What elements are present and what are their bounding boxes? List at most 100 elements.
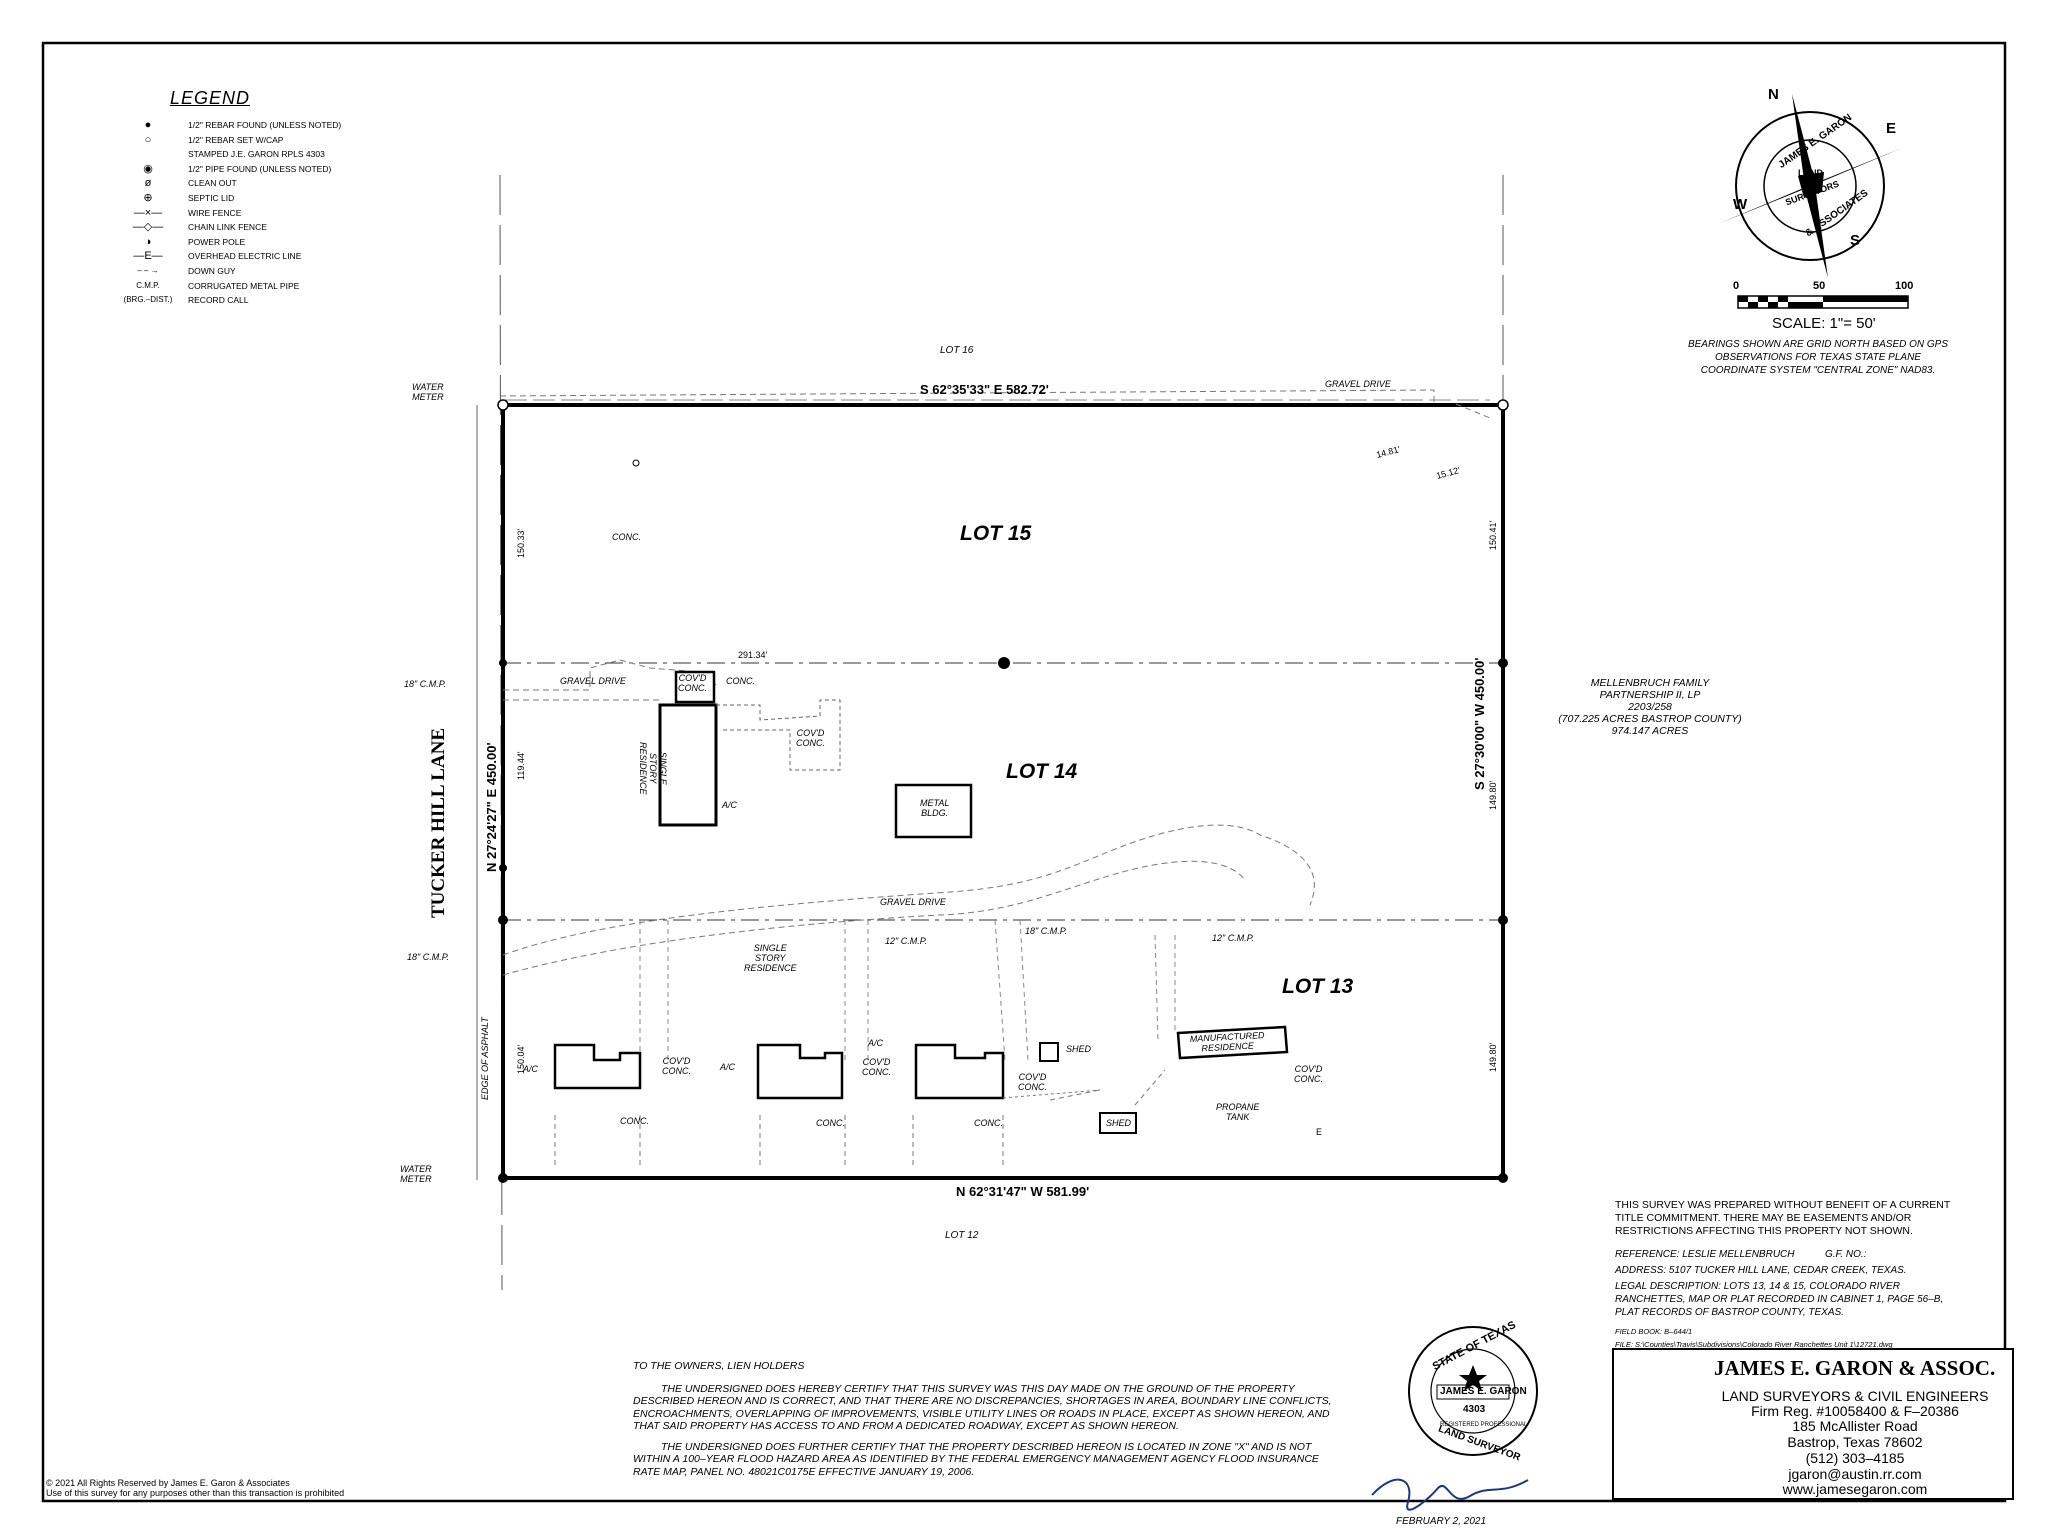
certification: TO THE OWNERS, LIEN HOLDERS THE UNDERSIG… (633, 1360, 1333, 1486)
gravel-drive-label-north: GRAVEL DRIVE (1325, 379, 1391, 389)
signature-date: FEBRUARY 2, 2021 (1396, 1516, 1487, 1527)
legend-label: 1/2" PIPE FOUND (UNLESS NOTED) (188, 163, 332, 174)
driveway-house-2 (844, 920, 869, 1060)
monument-nw (497, 399, 509, 411)
legend-label: CLEAN OUT (188, 178, 237, 189)
gravel-drive-label-lot13: GRAVEL DRIVE (880, 897, 946, 907)
single-story-res-lot13: SINGLE STORY RESIDENCE (744, 943, 797, 973)
firm-line-5: (512) 303–4185 (1805, 1450, 1905, 1466)
adjoiner-owner: MELLENBRUCH FAMILY PARTNERSHIP II, LP 22… (1558, 677, 1742, 737)
label-lot16: LOT 16 (940, 345, 974, 356)
legend-symbol: ⊕ (143, 192, 153, 204)
covd-conc-manuf: COV'D CONC. (1294, 1064, 1323, 1084)
legend-label: CHAIN LINK FENCE (188, 222, 267, 233)
dim-29134: 291.34' (738, 650, 768, 660)
call-north: S 62°35'33" E 582.72' (920, 382, 1049, 397)
building-single-story-lot14 (658, 703, 718, 827)
shed-2 (1099, 1112, 1137, 1134)
monument-sw (498, 1173, 508, 1183)
manufactured-residence (1176, 1025, 1289, 1060)
driveway-house-1 (639, 920, 669, 1060)
dim-15033: 150.33' (516, 528, 526, 558)
call-east: S 27°30'00" W 450.00' (1472, 657, 1487, 790)
single-story-res-lot14: SINGLE STORY RESIDENCE (638, 742, 668, 795)
call-west: N 27°24'27" E 450.00' (484, 742, 499, 872)
label-lot14: LOT 14 (1006, 760, 1078, 783)
house-3-lot13 (914, 1043, 1005, 1100)
legend-symbol (118, 147, 178, 161)
firm-line-3: 185 McAllister Road (1792, 1418, 1918, 1434)
covd-conc-lot14: COV'D CONC. (678, 673, 707, 693)
monument-lot14-13-w2 (498, 915, 508, 925)
seal-number: 4303 (1463, 1404, 1486, 1415)
legal-note: LEGAL DESCRIPTION: LOTS 13, 14 & 15, COL… (1615, 1281, 1944, 1318)
title-block: JAMES E. GARON & ASSOC. LAND SURVEYORS &… (1612, 1348, 2014, 1500)
legend-label: DOWN GUY (188, 266, 236, 276)
propane-tank-label: PROPANE TANK (1216, 1102, 1260, 1122)
covd-conc-house-1: COV'D CONC. (662, 1056, 691, 1076)
covd-conc-lot14-east: COV'D CONC. (796, 728, 825, 748)
house-2-lot13 (756, 1043, 844, 1100)
footer-use-line: Use of this survey for any purposes othe… (46, 1488, 345, 1498)
monument-se (1498, 1173, 1508, 1183)
legend-row: —E—OVERHEAD ELECTRIC LINE (118, 249, 378, 263)
firm-line-7: www.jamesegaron.com (1782, 1481, 1928, 1497)
legend-row: – – →DOWN GUY (118, 264, 378, 278)
footer-copyright-line: © 2021 All Rights Reserved by James E. G… (46, 1478, 290, 1488)
label-lot12: LOT 12 (945, 1230, 979, 1241)
legend-row: ⊕SEPTIC LID (118, 191, 378, 205)
legend-label: POWER POLE (188, 236, 246, 247)
building-covd-conc-lot14 (674, 670, 716, 704)
driveway-house-3 (994, 919, 1029, 1061)
monument-lot15-14-e (1498, 658, 1508, 668)
legend-row: —×—WIRE FENCE (118, 206, 378, 220)
shed-2-label: SHED (1106, 1118, 1132, 1128)
dim-15041: 150.41' (1488, 520, 1498, 550)
seal-name: JAMES E. GARON (1440, 1386, 1527, 1397)
sheet-border (41, 41, 2007, 1503)
ac-house-2: A/C (720, 1062, 736, 1072)
cert-to: TO THE OWNERS, LIEN HOLDERS (633, 1360, 805, 1372)
compass-inner-top: LAND (1798, 168, 1823, 178)
gf-note: G.F. NO.: (1825, 1249, 1867, 1260)
firm-line-1: LAND SURVEYORS & CIVIL ENGINEERS (1721, 1388, 1989, 1404)
building-metal-bldg (894, 783, 973, 839)
cert-paragraph-1: THE UNDERSIGNED DOES HEREBY CERTIFY THAT… (633, 1382, 1332, 1433)
legend-row: C.M.P. CORRUGATED METAL PIPE (118, 279, 378, 293)
legend-row: (BRG.–DIST.)RECORD CALL (118, 293, 378, 307)
firm-line-2: Firm Reg. #10058400 & F–20386 (1751, 1403, 1959, 1419)
e-mark: E (1316, 1127, 1323, 1137)
ac-house-3: A/C (868, 1038, 884, 1048)
reference-note: REFERENCE: LESLIE MELLENBRUCH (1615, 1249, 1795, 1260)
north-arrow-graphic (1718, 94, 1902, 278)
legend-label: CORRUGATED METAL PIPE (188, 280, 300, 291)
legend-symbol: ○ (144, 133, 152, 146)
disclaimer-note: THIS SURVEY WAS PREPARED WITHOUT BENEFIT… (1615, 1199, 1951, 1237)
dim-14980-lot13: 149.80' (1488, 1042, 1498, 1072)
signature (1371, 1478, 1529, 1511)
road-name: TUCKER HILL LANE (428, 727, 449, 918)
shed-1-label: SHED (1066, 1044, 1092, 1054)
bearing-note: BEARINGS SHOWN ARE GRID NORTH BASED ON G… (1687, 339, 1949, 376)
metal-bldg-label: METAL BLDG. (920, 798, 950, 818)
edge-asphalt-label: EDGE OF ASPHALT (480, 1017, 490, 1100)
cert-paragraph-2: THE UNDERSIGNED DOES FURTHER CERTIFY THA… (633, 1440, 1319, 1478)
shed-1 (1039, 1042, 1059, 1062)
legend-row: STAMPED J.E. GARON RPLS 4303 (118, 147, 378, 161)
label-lot15: LOT 15 (960, 522, 1032, 545)
covd-conc-house-3: COV'D CONC. (1018, 1072, 1047, 1092)
gravel-drive-label-lot14: GRAVEL DRIVE (560, 676, 626, 686)
ac-lot14: A/C (722, 800, 738, 810)
seal-registered: REGISTERED PROFESSIONAL (1440, 1422, 1528, 1428)
covd-conc-house-2: COV'D CONC. (862, 1057, 891, 1077)
legend-label: OVERHEAD ELECTRIC LINE (188, 251, 302, 262)
gravel-drive-north (499, 389, 1491, 419)
legend-label: STAMPED J.E. GARON RPLS 4303 (188, 149, 325, 160)
legend-symbol: C.M.P. (136, 280, 160, 290)
driveway-manuf (1154, 934, 1176, 1041)
legend-symbol: ◑ (144, 235, 152, 248)
house-1-lot13 (553, 1043, 642, 1090)
